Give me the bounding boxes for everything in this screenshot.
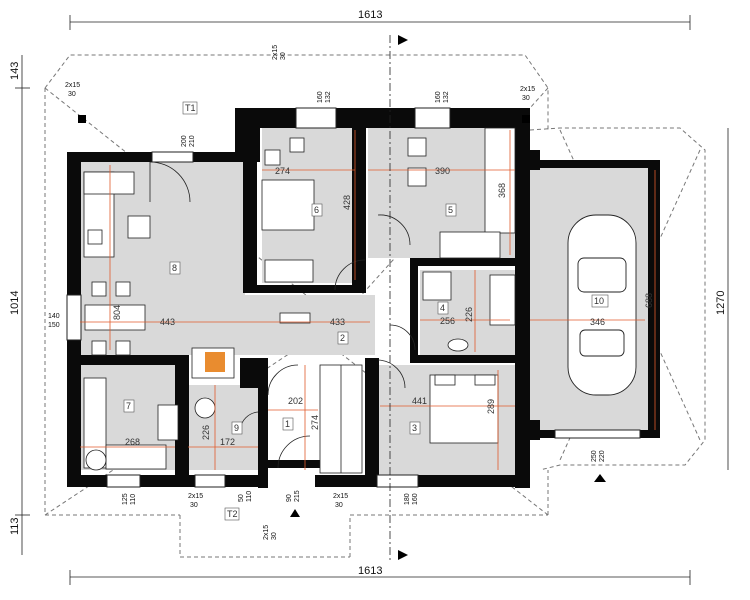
svg-text:5: 5 xyxy=(448,205,453,215)
svg-text:160: 160 xyxy=(317,91,324,103)
dim-2-width: 433 xyxy=(330,317,345,327)
roof-pitch-labels: 2x15 30 2x15 30 2x15 30 2x15 30 2x15 30 … xyxy=(65,45,535,540)
section-marker-top-icon xyxy=(398,35,408,45)
svg-text:2x15: 2x15 xyxy=(333,493,348,500)
room-9-label: 9 xyxy=(231,421,243,435)
room-4-label: 4 xyxy=(437,301,449,315)
svg-text:160: 160 xyxy=(435,91,442,103)
terrace-t2-label: T2 xyxy=(224,507,240,521)
svg-text:2: 2 xyxy=(340,333,345,343)
svg-text:T2: T2 xyxy=(227,509,238,519)
room-1-label: 1 xyxy=(282,417,294,431)
dim-9-width: 172 xyxy=(220,437,235,447)
svg-text:30: 30 xyxy=(280,52,287,60)
svg-text:250: 250 xyxy=(591,450,598,462)
window-dimension-labels: 160 132 160 132 200 210 140 150 125 110 … xyxy=(48,91,606,505)
terrace-post-right xyxy=(522,115,530,123)
room-8-label: 8 xyxy=(169,261,181,275)
dim-9-depth: 226 xyxy=(201,425,211,440)
room-10-label: 10 xyxy=(591,294,609,308)
section-marker-bottom-icon xyxy=(398,550,408,560)
svg-text:4: 4 xyxy=(440,303,445,313)
svg-text:8: 8 xyxy=(172,263,177,273)
dim-10-depth: 688 xyxy=(644,293,654,308)
svg-text:110: 110 xyxy=(246,491,253,502)
svg-text:220: 220 xyxy=(599,450,606,462)
svg-text:2x15: 2x15 xyxy=(263,525,270,540)
dim-6-width: 274 xyxy=(275,166,290,176)
dim-3-depth: 289 xyxy=(486,399,496,414)
overall-dimension-texts: 1613 1613 1014 143 113 1270 xyxy=(9,9,727,577)
room-dimension-texts: 443 804 274 428 390 368 256 226 441 289 … xyxy=(112,166,654,447)
svg-text:2x15: 2x15 xyxy=(65,82,80,89)
left-top-label: 143 xyxy=(9,62,21,80)
terrace-post-left xyxy=(78,115,86,123)
top-width-label: 1613 xyxy=(358,9,382,21)
dim-1-depth: 274 xyxy=(310,415,320,430)
dim-4-depth: 226 xyxy=(464,307,474,322)
room-7-label: 7 xyxy=(123,399,135,413)
dim-8-depth: 804 xyxy=(112,305,122,320)
svg-text:7: 7 xyxy=(126,401,131,411)
svg-text:90: 90 xyxy=(286,494,293,502)
room-dimension-lines xyxy=(80,130,656,470)
svg-text:2x15: 2x15 xyxy=(520,86,535,93)
svg-text:T1: T1 xyxy=(185,103,196,113)
svg-text:150: 150 xyxy=(48,322,60,329)
bottom-width-label: 1613 xyxy=(358,565,382,577)
room-3-label: 3 xyxy=(409,421,421,435)
svg-text:2x15: 2x15 xyxy=(188,493,203,500)
svg-text:215: 215 xyxy=(294,490,301,502)
dim-hall-width: 202 xyxy=(288,396,303,406)
svg-text:30: 30 xyxy=(271,532,278,540)
room-6-label: 6 xyxy=(311,203,323,217)
svg-text:30: 30 xyxy=(335,502,343,509)
garage-entrance-arrow-icon xyxy=(594,474,606,482)
right-total-label: 1270 xyxy=(715,291,727,315)
terrace-t1-label: T1 xyxy=(182,101,198,115)
svg-text:9: 9 xyxy=(234,423,239,433)
svg-text:110: 110 xyxy=(130,494,137,505)
dim-6-depth: 428 xyxy=(342,195,352,210)
dim-5-depth: 368 xyxy=(497,183,507,198)
dim-3-width: 441 xyxy=(412,396,427,406)
dim-10-width: 346 xyxy=(590,317,605,327)
dim-8-width: 443 xyxy=(160,317,175,327)
svg-text:30: 30 xyxy=(190,502,198,509)
doors xyxy=(149,161,416,469)
svg-text:30: 30 xyxy=(68,91,76,98)
furniture xyxy=(83,137,516,471)
left-total-label: 1014 xyxy=(9,291,21,315)
svg-text:132: 132 xyxy=(443,91,450,103)
svg-text:2x15: 2x15 xyxy=(272,45,279,60)
svg-text:125: 125 xyxy=(122,493,129,505)
dim-7-width: 268 xyxy=(125,437,140,447)
windows xyxy=(66,107,641,488)
svg-text:180: 180 xyxy=(404,493,411,505)
room-2-label: 2 xyxy=(337,331,349,345)
entrance-markers xyxy=(78,35,606,560)
svg-text:140: 140 xyxy=(48,313,60,320)
room-numbers: 8 6 5 4 3 2 1 7 9 10 T1 T2 xyxy=(123,101,609,521)
svg-text:30: 30 xyxy=(522,95,530,102)
svg-text:160: 160 xyxy=(412,493,419,505)
svg-text:6: 6 xyxy=(314,205,319,215)
svg-text:210: 210 xyxy=(189,135,196,147)
svg-text:132: 132 xyxy=(325,91,332,103)
overall-dimension-lines xyxy=(15,15,729,585)
svg-text:3: 3 xyxy=(412,423,417,433)
dim-5-width: 390 xyxy=(435,166,450,176)
svg-text:200: 200 xyxy=(181,135,188,147)
main-entrance-arrow-icon xyxy=(290,509,300,517)
svg-text:10: 10 xyxy=(594,296,604,306)
wardrobes xyxy=(319,127,516,474)
svg-text:1: 1 xyxy=(285,419,290,429)
svg-text:50: 50 xyxy=(238,494,245,502)
dim-4-width: 256 xyxy=(440,316,455,326)
room-5-label: 5 xyxy=(445,203,457,217)
left-bottom-label: 113 xyxy=(9,517,21,535)
